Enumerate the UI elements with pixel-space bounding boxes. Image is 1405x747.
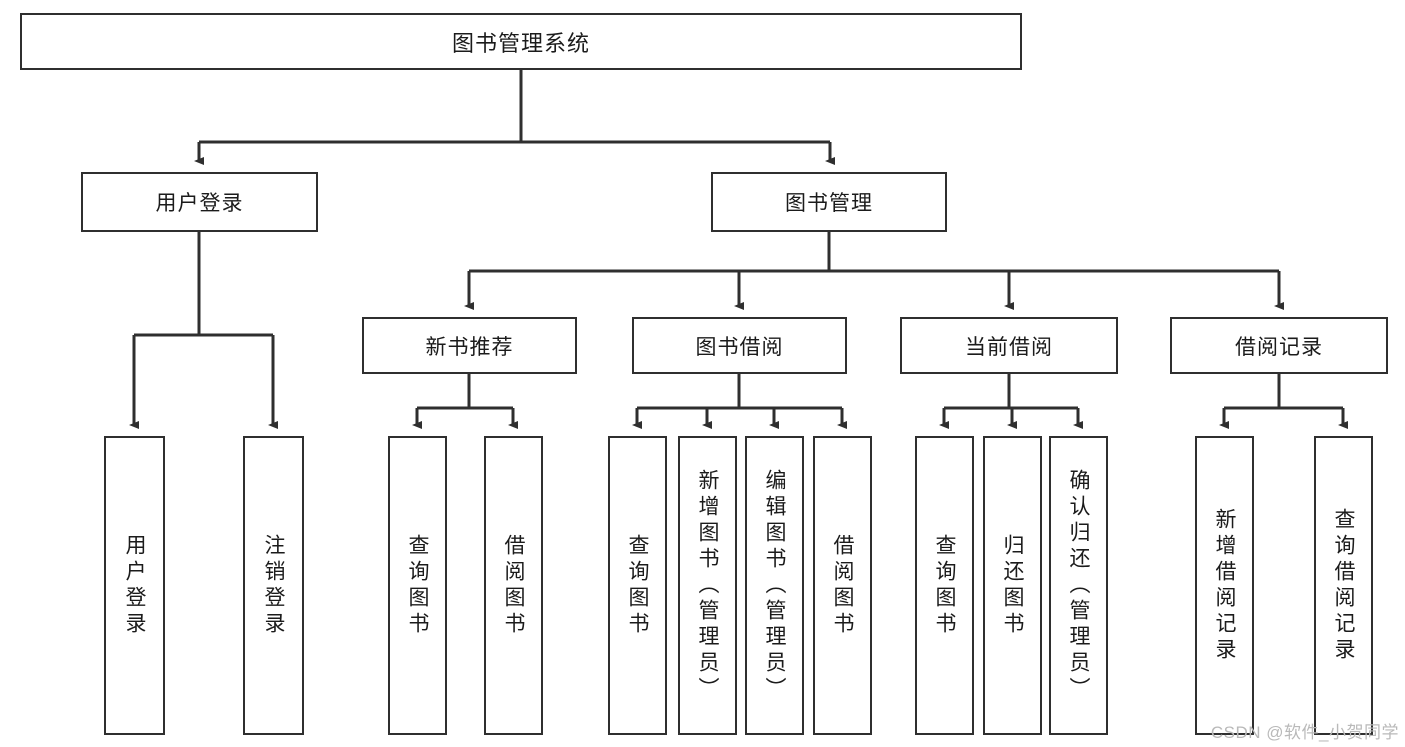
node-user-login-label: 用户登录 — [155, 192, 244, 215]
node-leaf-edit-book-label: 编辑图书（管理员） — [763, 468, 786, 703]
node-new-book-recommend-label: 新书推荐 — [425, 335, 514, 359]
node-root-label: 图书管理系统 — [451, 30, 590, 56]
node-leaf-confirm-return-label: 确认归还（管理员） — [1067, 468, 1090, 703]
node-leaf-borrow-book-rec-label: 借阅图书 — [502, 533, 525, 638]
node-leaf-add-record-label: 新增借阅记录 — [1213, 507, 1236, 664]
node-current-borrow-label: 当前借阅 — [965, 335, 1053, 359]
node-leaf-borrow-book-label: 借阅图书 — [831, 533, 854, 638]
node-leaf-query-book-cur[interactable]: 查询图书 — [915, 436, 974, 735]
node-leaf-add-record[interactable]: 新增借阅记录 — [1195, 436, 1254, 735]
node-leaf-query-book-borrow-label: 查询图书 — [626, 533, 649, 638]
watermark: CSDN @软件_小贺同学 — [1210, 723, 1399, 742]
node-book-manage-label: 图书管理 — [785, 192, 873, 215]
node-borrow-record-label: 借阅记录 — [1235, 335, 1323, 359]
node-leaf-confirm-return[interactable]: 确认归还（管理员） — [1049, 436, 1108, 735]
node-book-manage[interactable]: 图书管理 — [711, 172, 947, 232]
node-leaf-return-book[interactable]: 归还图书 — [983, 436, 1042, 735]
node-leaf-edit-book[interactable]: 编辑图书（管理员） — [745, 436, 804, 735]
node-user-login[interactable]: 用户登录 — [81, 172, 318, 232]
node-leaf-logout[interactable]: 注销登录 — [243, 436, 304, 735]
node-new-book-recommend[interactable]: 新书推荐 — [362, 317, 577, 374]
node-borrow-record[interactable]: 借阅记录 — [1170, 317, 1388, 374]
node-book-borrow[interactable]: 图书借阅 — [632, 317, 847, 374]
node-leaf-query-book-rec[interactable]: 查询图书 — [388, 436, 447, 735]
node-leaf-query-book-rec-label: 查询图书 — [406, 533, 429, 638]
node-book-borrow-label: 图书借阅 — [695, 335, 784, 359]
node-leaf-query-book-borrow[interactable]: 查询图书 — [608, 436, 667, 735]
node-leaf-query-record[interactable]: 查询借阅记录 — [1314, 436, 1373, 735]
node-leaf-add-book-label: 新增图书（管理员） — [696, 468, 719, 703]
node-leaf-borrow-book-rec[interactable]: 借阅图书 — [484, 436, 543, 735]
node-leaf-query-book-cur-label: 查询图书 — [933, 533, 956, 638]
node-current-borrow[interactable]: 当前借阅 — [900, 317, 1118, 374]
node-leaf-query-record-label: 查询借阅记录 — [1332, 507, 1355, 664]
node-leaf-logout-label: 注销登录 — [262, 533, 285, 638]
node-leaf-user-login-label: 用户登录 — [123, 533, 146, 638]
node-leaf-add-book[interactable]: 新增图书（管理员） — [678, 436, 737, 735]
node-leaf-return-book-label: 归还图书 — [1001, 533, 1024, 638]
node-leaf-user-login[interactable]: 用户登录 — [104, 436, 165, 735]
node-root[interactable]: 图书管理系统 — [20, 13, 1022, 70]
node-leaf-borrow-book[interactable]: 借阅图书 — [813, 436, 872, 735]
